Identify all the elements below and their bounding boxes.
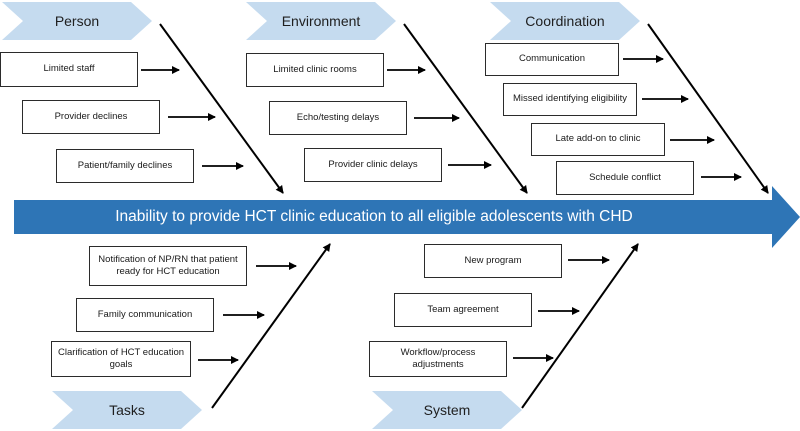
bone-person <box>159 23 284 194</box>
bone-environment <box>403 23 528 194</box>
category-tasks: Tasks <box>52 391 202 429</box>
cause-box-person: Patient/family declines <box>56 149 194 183</box>
cause-box-coordination: Missed identifying eligibility <box>503 83 637 116</box>
cause-box-tasks: Notification of NP/RN that patient ready… <box>89 246 247 286</box>
cause-box-system: Team agreement <box>394 293 532 327</box>
cause-box-environment: Echo/testing delays <box>269 101 407 135</box>
cause-box-tasks: Clarification of HCT education goals <box>51 341 191 377</box>
cause-box-person: Provider declines <box>22 100 160 134</box>
category-person: Person <box>2 2 152 40</box>
spine-arrow <box>14 186 800 248</box>
cause-box-system: New program <box>424 244 562 278</box>
bone-coordination <box>647 23 769 194</box>
category-system: System <box>372 391 522 429</box>
category-coordination: Coordination <box>490 2 640 40</box>
bone-tasks <box>211 243 331 409</box>
problem-statement: Inability to provide HCT clinic educatio… <box>115 208 633 225</box>
category-environment: Environment <box>246 2 396 40</box>
cause-box-person: Limited staff <box>0 52 138 87</box>
cause-box-environment: Provider clinic delays <box>304 148 442 182</box>
cause-box-tasks: Family communication <box>76 298 214 332</box>
cause-box-system: Workflow/process adjustments <box>369 341 507 377</box>
cause-box-coordination: Late add-on to clinic <box>531 123 665 156</box>
cause-box-coordination: Schedule conflict <box>556 161 694 195</box>
bone-system <box>521 243 639 409</box>
cause-box-coordination: Communication <box>485 43 619 76</box>
cause-box-environment: Limited clinic rooms <box>246 53 384 87</box>
